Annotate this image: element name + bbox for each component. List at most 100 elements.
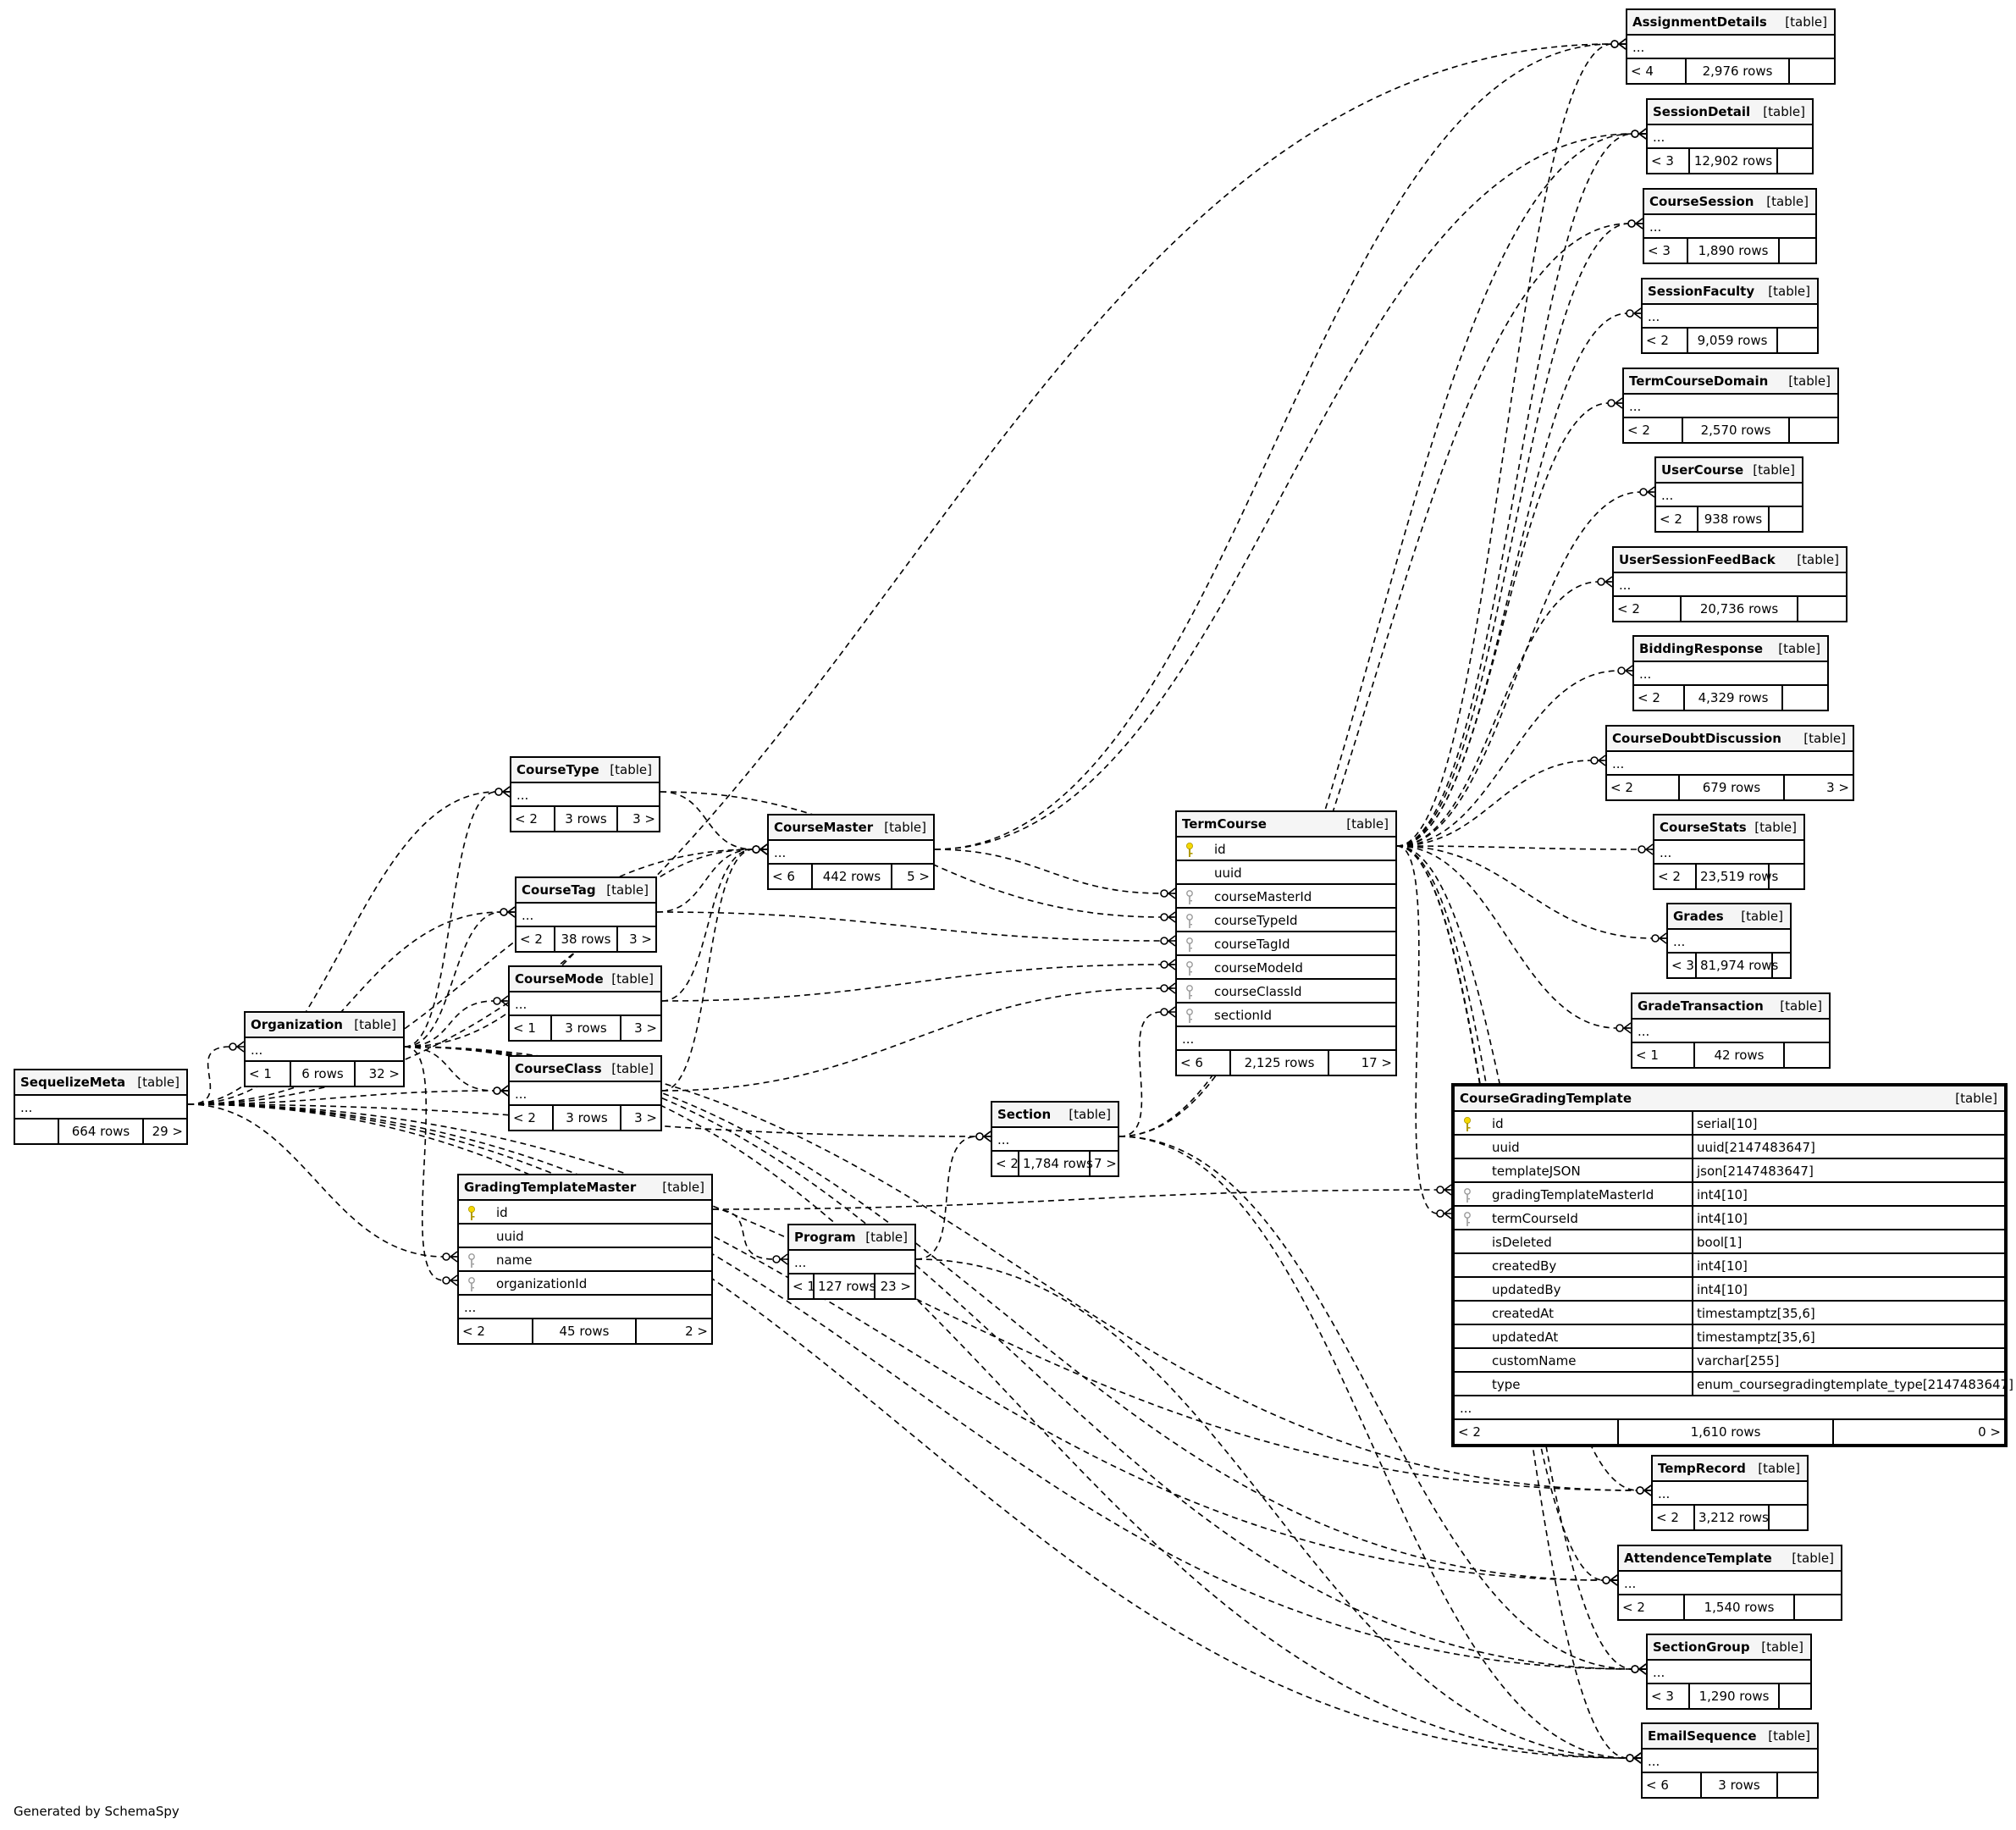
children-count[interactable]: 3 > [632, 811, 655, 827]
parents-count[interactable]: < 1 [789, 1274, 815, 1298]
parents-count[interactable]: < 2 [1619, 1595, 1685, 1619]
more-columns-ellipsis[interactable]: ... [510, 1082, 660, 1106]
parents-count[interactable]: < 3 [1648, 1684, 1690, 1708]
children-count[interactable]: 5 > [907, 869, 930, 884]
column-row[interactable]: courseModeId [1177, 956, 1395, 980]
more-columns-ellipsis[interactable]: ... [1177, 1027, 1395, 1051]
parents-count[interactable]: < 6 [769, 865, 813, 888]
parents-count[interactable]: < 2 [459, 1319, 533, 1343]
more-columns-ellipsis[interactable]: ... [15, 1096, 186, 1120]
more-columns-ellipsis[interactable]: ... [1656, 484, 1802, 507]
children-count[interactable] [1780, 239, 1815, 263]
parents-count[interactable]: < 1 [246, 1062, 291, 1086]
parents-count[interactable]: < 2 [1614, 597, 1682, 621]
children-count[interactable]: 7 > [1094, 1156, 1117, 1171]
more-columns-ellipsis[interactable]: ... [246, 1038, 403, 1062]
children-count[interactable]: 32 > [368, 1066, 400, 1081]
children-count[interactable] [1795, 1595, 1841, 1619]
more-columns-ellipsis[interactable]: ... [992, 1128, 1118, 1152]
column-row[interactable]: id [459, 1201, 711, 1225]
more-columns-ellipsis[interactable]: ... [1643, 305, 1817, 329]
column-row[interactable]: uuid [1177, 861, 1395, 885]
children-count[interactable] [1783, 686, 1827, 710]
more-columns-ellipsis[interactable]: ... [1648, 1661, 1810, 1684]
parents-count[interactable]: < 2 [1455, 1420, 1619, 1444]
more-columns-ellipsis[interactable]: ... [1668, 930, 1790, 954]
parents-count[interactable]: < 6 [1643, 1773, 1702, 1797]
more-columns-ellipsis[interactable]: ... [1624, 395, 1837, 418]
parents-count[interactable]: < 2 [1654, 865, 1697, 888]
column-row[interactable]: courseTagId [1177, 932, 1395, 956]
parents-count[interactable]: < 2 [511, 807, 555, 831]
parents-count[interactable]: < 2 [1634, 686, 1685, 710]
children-count[interactable]: 17 > [1361, 1055, 1392, 1070]
children-count[interactable]: 29 > [152, 1124, 183, 1139]
more-columns-ellipsis[interactable]: ... [516, 904, 655, 927]
parents-count[interactable]: < 4 [1627, 59, 1687, 83]
more-columns-ellipsis[interactable]: ... [1644, 215, 1815, 239]
parents-count[interactable] [15, 1120, 59, 1143]
children-count[interactable]: 0 > [1978, 1424, 2001, 1440]
column-row[interactable]: courseTypeId [1177, 909, 1395, 932]
children-count[interactable] [1770, 507, 1802, 531]
children-count[interactable]: 3 > [629, 932, 652, 947]
parents-count[interactable]: < 2 [1656, 507, 1698, 531]
more-columns-ellipsis[interactable]: ... [459, 1296, 711, 1319]
parents-count[interactable]: < 1 [510, 1016, 552, 1040]
children-count[interactable] [1778, 329, 1817, 352]
more-columns-ellipsis[interactable]: ... [1614, 573, 1846, 597]
children-count[interactable]: 23 > [880, 1279, 911, 1294]
more-columns-ellipsis[interactable]: ... [1653, 1482, 1807, 1506]
more-columns-ellipsis[interactable]: ... [1643, 1750, 1817, 1773]
more-columns-ellipsis[interactable]: ... [510, 992, 660, 1016]
children-count[interactable] [1778, 1773, 1817, 1797]
more-columns-ellipsis[interactable]: ... [1607, 752, 1853, 776]
more-columns-ellipsis[interactable]: ... [1634, 662, 1827, 686]
parents-count[interactable]: < 2 [1607, 776, 1680, 799]
parents-count[interactable]: < 3 [1648, 149, 1690, 173]
parents-count[interactable]: < 2 [516, 927, 555, 951]
parents-count[interactable]: < 2 [510, 1106, 554, 1130]
column-row[interactable]: name [459, 1248, 711, 1272]
parents-count[interactable]: < 1 [1632, 1043, 1695, 1067]
more-columns-ellipsis[interactable]: ... [1632, 1020, 1829, 1043]
more-columns-ellipsis[interactable]: ... [1627, 36, 1834, 59]
more-columns-ellipsis[interactable]: ... [769, 841, 933, 865]
parents-count[interactable]: < 3 [1644, 239, 1688, 263]
children-count[interactable]: 2 > [685, 1324, 708, 1339]
more-columns-ellipsis[interactable]: ... [511, 783, 659, 807]
more-columns-ellipsis[interactable]: ... [1619, 1572, 1841, 1595]
parents-count[interactable]: < 3 [1668, 954, 1697, 977]
